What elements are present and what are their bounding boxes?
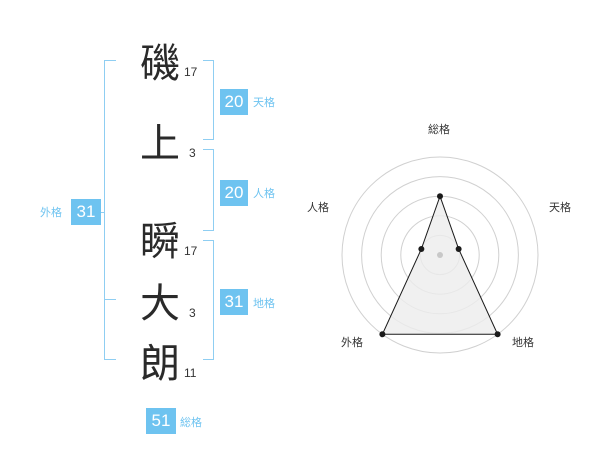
- soukaku-label: 総格: [180, 416, 202, 429]
- radar-axis-label-chikaku: 地格: [512, 336, 534, 349]
- stroke-count-4: 3: [189, 306, 196, 320]
- radar-ring-5: [341, 156, 539, 354]
- tenkaku-bracket: [203, 60, 214, 140]
- radar-axis-label-gaikaku: 外格: [341, 336, 363, 349]
- stroke-count-3: 17: [184, 244, 198, 258]
- gaikaku-bracket-tick: [104, 299, 116, 300]
- gaikaku-label: 外格: [40, 206, 62, 219]
- gaikaku-value: 31: [71, 199, 101, 225]
- stroke-count-5: 11: [184, 366, 197, 380]
- gaikaku-bracket: [104, 60, 116, 360]
- radar-point-5: [418, 245, 425, 252]
- name-char-2: 上: [140, 121, 180, 167]
- radar-point-3: [494, 331, 501, 338]
- radar-axis-label-jinkaku: 人格: [307, 201, 329, 214]
- chikaku-bracket: [203, 240, 214, 360]
- stroke-count-2: 3: [189, 146, 196, 160]
- radar-point-1: [437, 193, 443, 200]
- tenkaku-value: 20: [220, 89, 248, 115]
- name-char-5: 朗: [140, 341, 180, 387]
- radar-axis-label-tenkaku: 天格: [549, 201, 571, 214]
- jinkaku-value: 20: [220, 180, 248, 206]
- name-char-4: 大: [140, 281, 180, 327]
- stroke-count-1: 17: [184, 65, 198, 79]
- kaku-radar-chart: [341, 156, 539, 354]
- tenkaku-label: 天格: [253, 96, 275, 109]
- soukaku-value: 51: [146, 408, 176, 434]
- radar-point-2: [455, 245, 462, 252]
- jinkaku-bracket: [203, 149, 214, 231]
- chikaku-label: 地格: [253, 297, 275, 310]
- gaikaku-connector: [100, 212, 105, 213]
- jinkaku-label: 人格: [253, 187, 275, 200]
- radar-center-dot: [437, 252, 443, 258]
- radar-point-4: [379, 331, 386, 338]
- name-char-1: 磯: [140, 41, 180, 87]
- radar-series-shape: [381, 194, 499, 335]
- chikaku-value: 31: [220, 289, 248, 315]
- name-char-3: 瞬: [140, 219, 180, 265]
- radar-axis-label-soukaku: 総格: [428, 123, 450, 136]
